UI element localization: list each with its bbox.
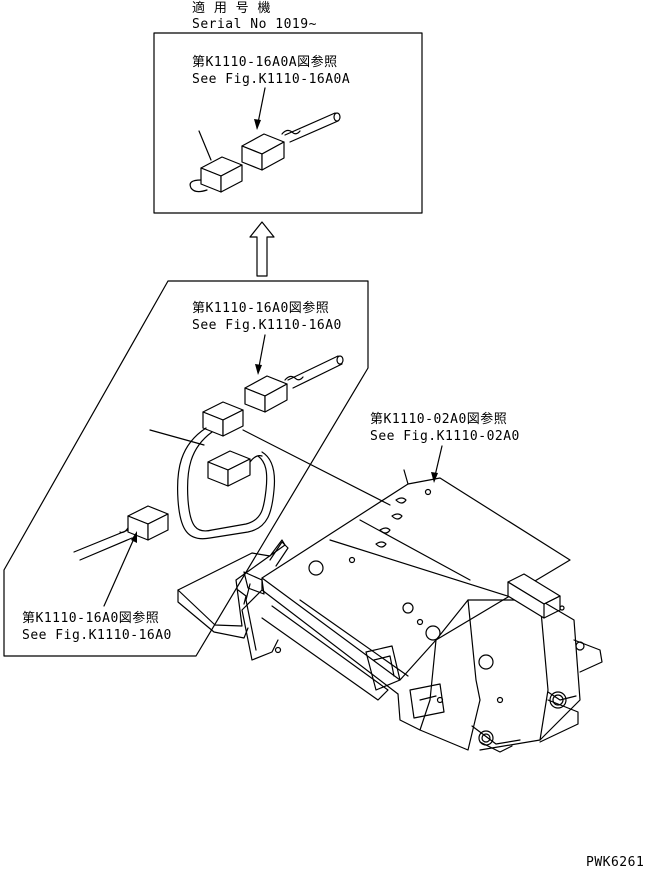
frame-structure — [177, 469, 603, 753]
callout-top-arrowhead — [254, 119, 261, 130]
callout-low-jp: 第K1110-16A0図参照 — [22, 610, 159, 626]
serial-number-label: Serial No 1019~ — [192, 17, 317, 32]
applicable-serial-jp: 適 用 号 機 — [192, 0, 271, 16]
callout-low-en: See Fig.K1110-16A0 — [22, 628, 172, 643]
callout-low-leader — [103, 533, 137, 607]
frame-holes — [274, 488, 585, 746]
callout-low-arrowhead — [131, 531, 137, 543]
callout-mid-arrowhead — [255, 364, 262, 375]
harness-grommets — [375, 497, 407, 548]
callout-frame-en: See Fig.K1110-02A0 — [370, 429, 520, 444]
callout-frame-jp: 第K1110-02A0図参照 — [370, 411, 507, 427]
callout-top-en: See Fig.K1110-16A0A — [192, 72, 350, 87]
callout-mid-jp: 第K1110-16A0図参照 — [192, 300, 329, 316]
detail-enclosure-outline — [3, 280, 369, 657]
figure-code: PWK6261 — [586, 855, 644, 870]
callout-frame-arrowhead — [431, 472, 438, 483]
up-arrow-icon — [249, 221, 275, 277]
serial-variant-detail-box — [153, 32, 423, 214]
harness-assembly — [73, 355, 391, 561]
callout-mid-en: See Fig.K1110-16A0 — [192, 318, 342, 333]
top-connector-pair — [189, 112, 341, 193]
callout-top-jp: 第K1110-16A0A図参照 — [192, 54, 338, 70]
